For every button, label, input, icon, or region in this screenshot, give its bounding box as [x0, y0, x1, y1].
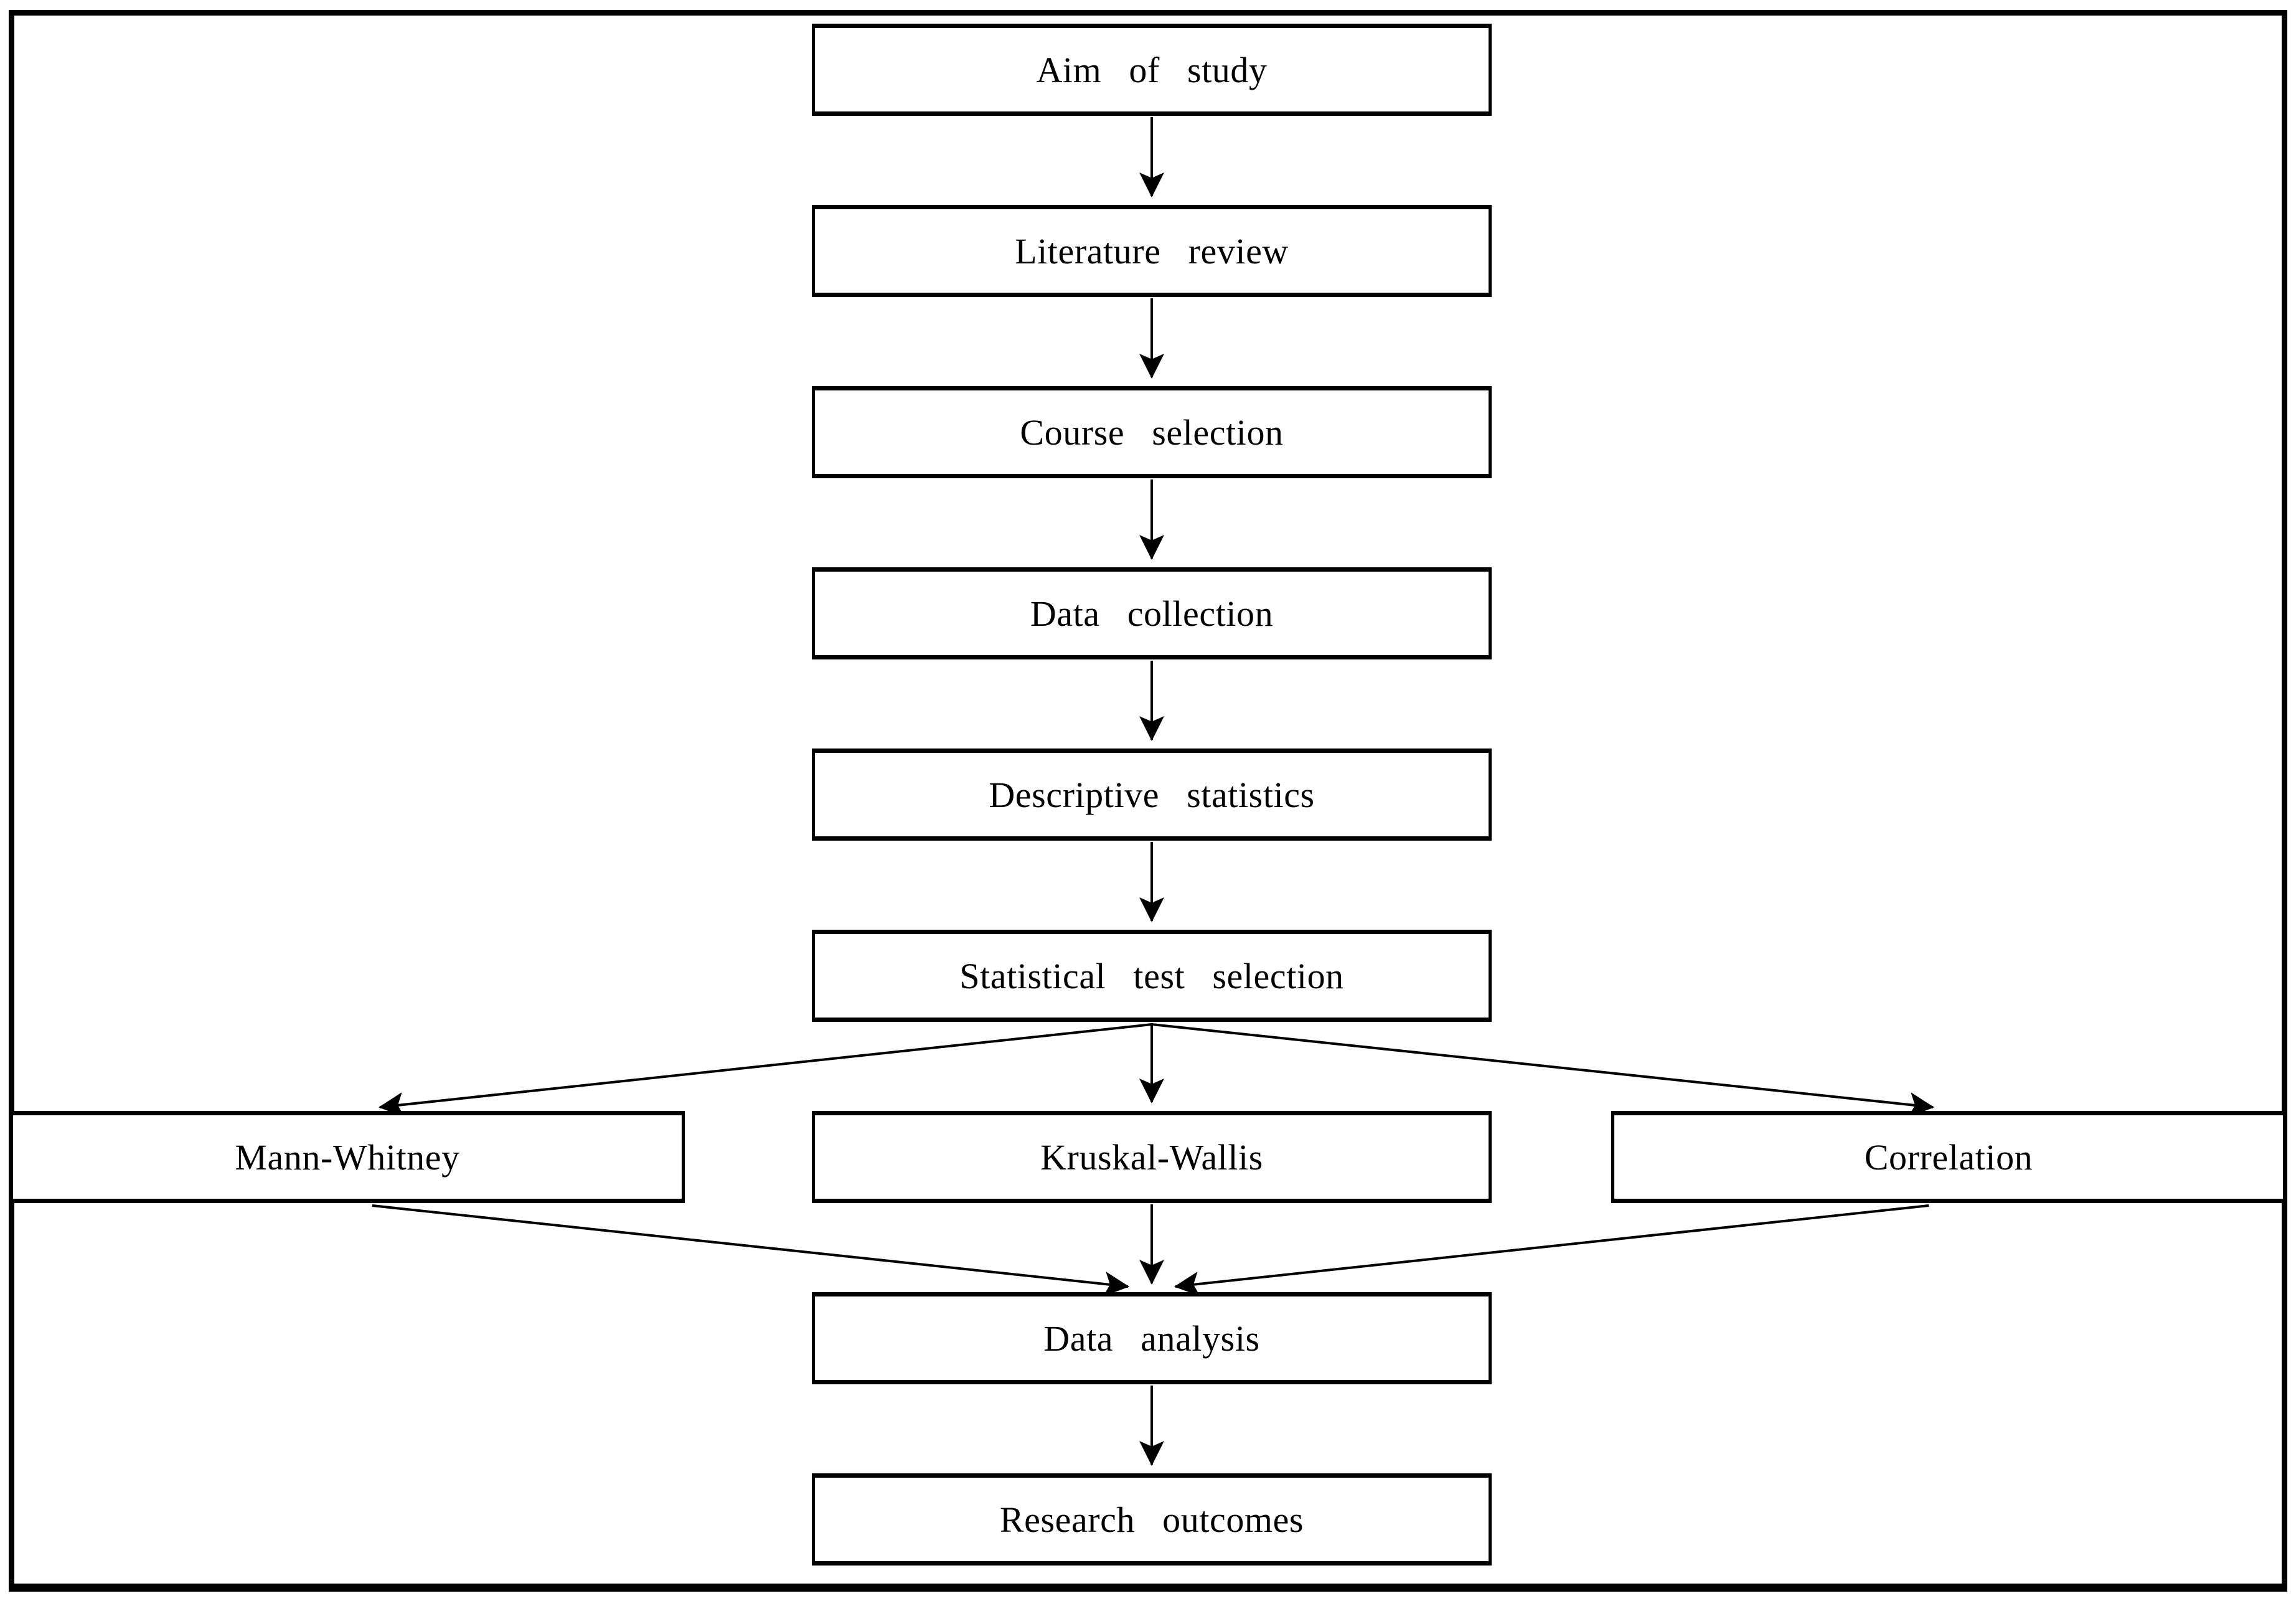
node-research-outcomes: Research outcomes: [812, 1473, 1492, 1566]
node-label: Literature review: [1015, 230, 1289, 272]
node-descriptive-statistics: Descriptive statistics: [812, 749, 1492, 841]
node-label: Data collection: [1030, 593, 1274, 634]
node-literature-review: Literature review: [812, 205, 1492, 297]
node-correlation: Correlation: [1611, 1111, 2286, 1203]
figure-border: [9, 10, 2287, 1592]
node-course-selection: Course selection: [812, 386, 1492, 478]
node-data-collection: Data collection: [812, 567, 1492, 659]
node-label: Kruskal-Wallis: [1040, 1136, 1263, 1178]
node-statistical-test-selection: Statistical test selection: [812, 930, 1492, 1022]
node-kruskal-wallis: Kruskal-Wallis: [812, 1111, 1492, 1203]
node-label: Correlation: [1864, 1136, 2033, 1178]
node-aim-of-study: Aim of study: [812, 24, 1492, 116]
node-label: Data analysis: [1043, 1318, 1260, 1359]
node-label: Aim of study: [1036, 49, 1268, 90]
node-data-analysis: Data analysis: [812, 1292, 1492, 1384]
node-mann-whitney: Mann-Whitney: [10, 1111, 685, 1203]
node-label: Research outcomes: [999, 1499, 1304, 1540]
node-label: Course selection: [1020, 412, 1284, 453]
node-label: Statistical test selection: [959, 955, 1344, 996]
node-label: Descriptive statistics: [989, 774, 1315, 815]
node-label: Mann-Whitney: [235, 1136, 460, 1178]
